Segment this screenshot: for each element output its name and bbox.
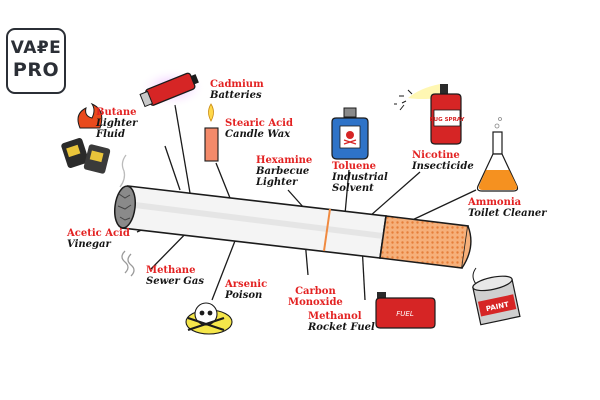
label-ammonia: Ammonia Toilet Cleaner bbox=[468, 197, 547, 219]
chemical-use: Candle Wax bbox=[225, 129, 291, 140]
label-butane: Butane Lighter Fluid bbox=[96, 107, 137, 140]
fumes-icon bbox=[121, 250, 135, 277]
chemical-use: Fluid bbox=[96, 129, 125, 140]
skull-poison-icon bbox=[185, 302, 233, 335]
label-methane: Methane Sewer Gas bbox=[146, 265, 204, 287]
label-toluene: Toluene Industrial Solvent bbox=[332, 161, 388, 194]
chemical-name: Acetic Acid bbox=[67, 228, 130, 239]
ammonia-flask-icon bbox=[476, 117, 519, 192]
logo-line-1: VA₽E bbox=[10, 38, 62, 58]
label-nicotine: Nicotine Insecticide bbox=[412, 150, 474, 172]
fuel-can-icon: FUEL bbox=[375, 292, 436, 329]
chemical-name: Methane bbox=[146, 265, 196, 276]
chemical-use: Barbecue bbox=[256, 166, 310, 177]
label-methanol: Methanol Rocket Fuel bbox=[308, 311, 375, 333]
bug-spray-icon: BUG SPRAY bbox=[394, 84, 466, 145]
chemical-use: Toilet Cleaner bbox=[468, 208, 547, 219]
chemical-name: Stearic Acid bbox=[225, 118, 293, 129]
solvent-bottle-icon bbox=[331, 107, 369, 160]
chemical-use: Lighter bbox=[96, 118, 138, 129]
chemical-use: Vinegar bbox=[67, 239, 111, 250]
chemical-use: Lighter bbox=[256, 177, 298, 188]
chemical-name: Carbon Monoxide bbox=[288, 286, 343, 308]
chemical-name: Methanol bbox=[308, 311, 362, 322]
fuel-can-text: FUEL bbox=[396, 310, 414, 318]
battery-icon bbox=[138, 68, 206, 108]
paint-can-icon: PAINT bbox=[472, 267, 521, 326]
label-carbon-monoxide: Carbon Monoxide bbox=[288, 275, 343, 319]
chemical-use: Industrial bbox=[332, 172, 388, 183]
lighter-icon bbox=[61, 102, 111, 174]
chemical-name: Arsenic bbox=[225, 279, 268, 290]
logo-line-2: PRO bbox=[12, 59, 60, 81]
vapepro-logo: VA₽E PRO bbox=[6, 28, 66, 94]
candle-icon bbox=[204, 103, 219, 162]
label-acetic-acid: Acetic Acid Vinegar bbox=[67, 228, 130, 250]
chemical-name: Cadmium bbox=[210, 79, 264, 90]
chemical-use: Solvent bbox=[332, 183, 374, 194]
label-stearic-acid: Stearic Acid Candle Wax bbox=[225, 118, 293, 140]
bug-spray-text: BUG SPRAY bbox=[429, 117, 465, 123]
label-arsenic: Arsenic Poison bbox=[225, 279, 267, 301]
chemical-name: Toluene bbox=[332, 161, 377, 172]
chemical-use: Insecticide bbox=[412, 161, 474, 172]
cigarette-filter bbox=[379, 215, 469, 269]
chemical-name: Nicotine bbox=[412, 150, 460, 161]
chemical-use: Batteries bbox=[210, 90, 262, 101]
label-cadmium: Cadmium Batteries bbox=[210, 79, 264, 101]
chemical-use: Sewer Gas bbox=[146, 276, 204, 287]
chemical-name: Hexamine bbox=[256, 155, 313, 166]
chemical-name: Ammonia bbox=[468, 197, 522, 208]
chemical-use: Rocket Fuel bbox=[308, 322, 375, 333]
chemical-use: Poison bbox=[225, 290, 263, 301]
label-hexamine: Hexamine Barbecue Lighter bbox=[256, 155, 312, 188]
cigarette bbox=[113, 154, 472, 269]
chemical-name: Butane bbox=[96, 107, 137, 118]
